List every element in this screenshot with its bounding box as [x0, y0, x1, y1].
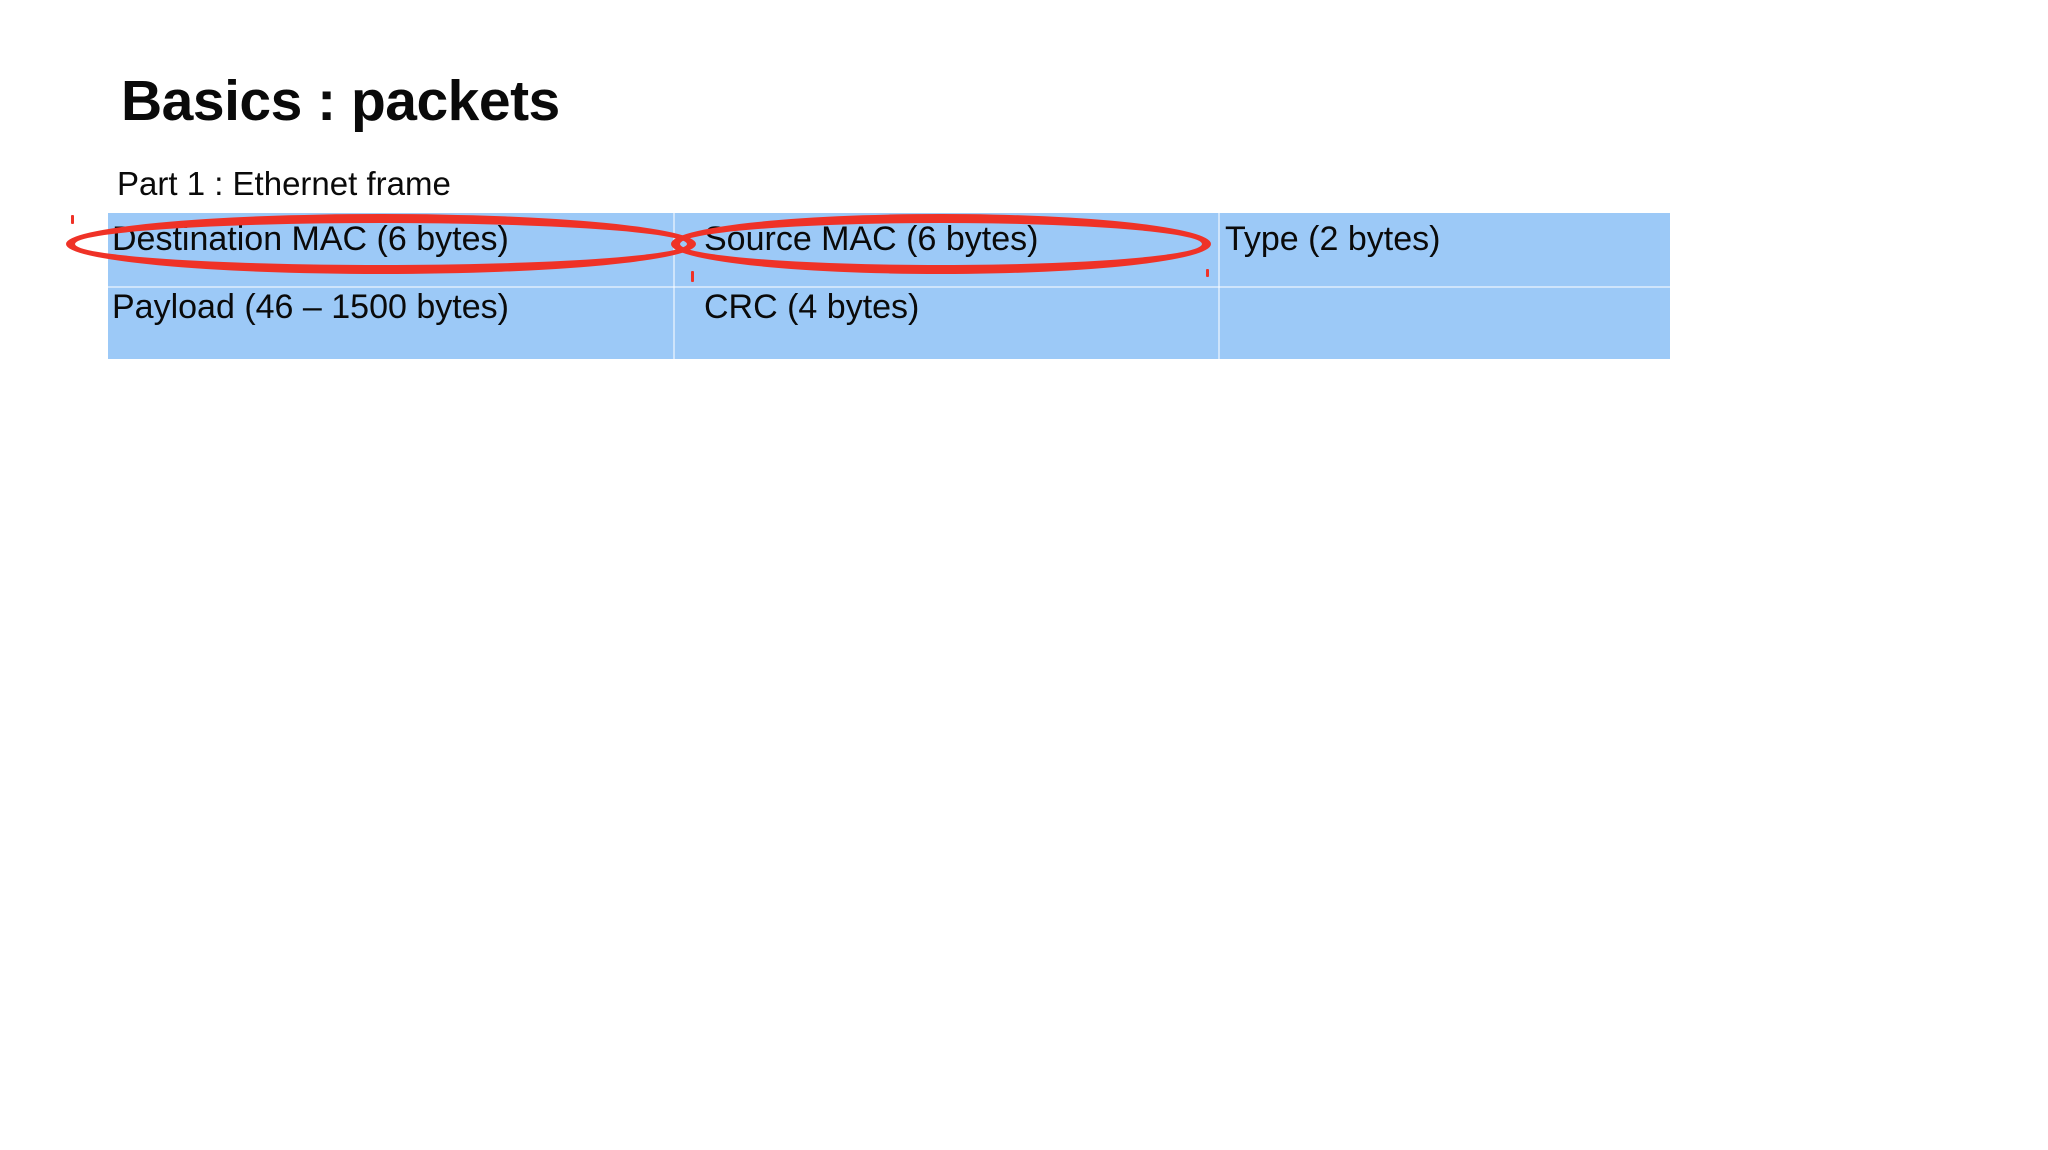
frame-field-empty [1218, 287, 1670, 359]
red-tick-mark [71, 215, 74, 224]
frame-field-payload: Payload (46 – 1500 bytes) [112, 288, 509, 326]
red-tick-mark [1206, 269, 1209, 277]
table-row-divider [108, 286, 1670, 288]
frame-field-crc: CRC (4 bytes) [704, 288, 920, 326]
annotation-ellipse-destination-mac [66, 214, 696, 274]
slide-subtitle: Part 1 : Ethernet frame [117, 165, 451, 202]
red-tick-mark [691, 271, 694, 282]
annotation-ellipse-source-mac [671, 214, 1211, 274]
frame-field-type: Type (2 bytes) [1225, 220, 1441, 258]
slide-title: Basics : packets [121, 69, 560, 133]
